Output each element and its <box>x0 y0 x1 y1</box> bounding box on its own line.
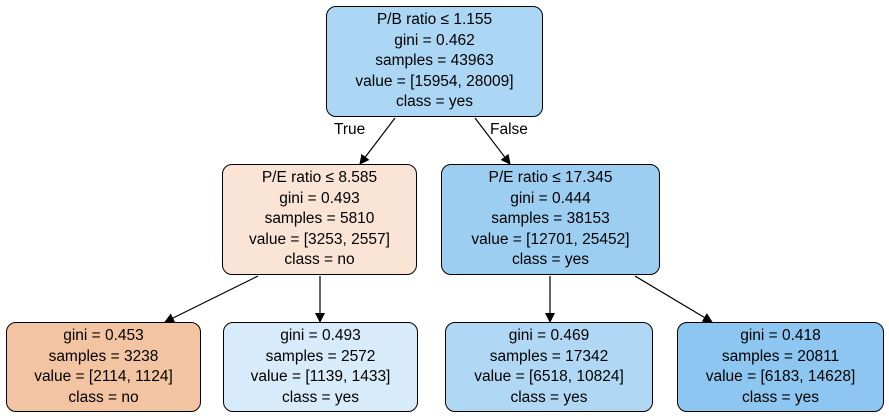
node-gini: gini = 0.418 <box>740 327 821 344</box>
node-samples: samples = 20811 <box>721 347 840 365</box>
tree-leaf-right-left: gini = 0.469 samples = 17342 value = [65… <box>445 322 653 412</box>
node-gini: gini = 0.444 <box>510 189 591 207</box>
node-value: value = [1139, 1433] <box>250 368 391 385</box>
node-split-condition: P/E ratio ≤ 8.585 <box>261 169 378 187</box>
node-samples: samples = 43963 <box>375 52 494 70</box>
tree-leaf-left-right: gini = 0.493 samples = 2572 value = [113… <box>223 322 418 412</box>
node-gini: gini = 0.469 <box>508 327 590 344</box>
node-split-condition: P/E ratio ≤ 17.345 <box>488 169 613 187</box>
node-class: class = yes <box>395 93 474 111</box>
edge-root-right <box>474 117 511 165</box>
node-class: class = no <box>68 388 139 406</box>
edge-left-leaf-ll <box>164 275 259 323</box>
node-value: value = [3253, 2557] <box>249 230 390 248</box>
node-samples: samples = 3238 <box>48 347 159 365</box>
tree-leaf-left-left: gini = 0.453 samples = 3238 value = [211… <box>6 322 201 412</box>
edge-root-left <box>359 117 396 165</box>
node-split-condition: P/B ratio ≤ 1.155 <box>376 11 493 29</box>
edge-label-true: True <box>334 121 366 138</box>
node-samples: samples = 2572 <box>265 347 376 365</box>
node-samples: samples = 17342 <box>489 347 609 365</box>
edge-label-false: False <box>490 121 528 138</box>
node-value: value = [6518, 10824] <box>474 368 624 385</box>
node-gini: gini = 0.493 <box>280 327 361 344</box>
node-class: class = yes <box>511 251 590 269</box>
tree-leaf-right-right: gini = 0.418 samples = 20811 value = [61… <box>677 322 884 412</box>
node-samples: samples = 5810 <box>264 210 375 228</box>
tree-node-right: P/E ratio ≤ 17.345 gini = 0.444 samples … <box>441 164 660 275</box>
node-value: value = [6183, 14628] <box>705 368 856 385</box>
node-gini: gini = 0.453 <box>63 327 144 344</box>
edge-right-leaf-rr <box>634 275 713 323</box>
node-value: value = [2114, 1124] <box>34 368 173 385</box>
node-class: class = no <box>284 251 355 269</box>
node-class: class = yes <box>281 388 360 406</box>
node-samples: samples = 38153 <box>491 210 610 228</box>
node-gini: gini = 0.462 <box>394 31 475 49</box>
node-class: class = yes <box>510 388 588 406</box>
node-gini: gini = 0.493 <box>279 189 360 207</box>
tree-node-left: P/E ratio ≤ 8.585 gini = 0.493 samples =… <box>222 164 417 275</box>
node-value: value = [12701, 25452] <box>471 230 630 248</box>
tree-node-root: P/B ratio ≤ 1.155 gini = 0.462 samples =… <box>326 6 543 117</box>
node-value: value = [15954, 28009] <box>355 72 514 90</box>
node-class: class = yes <box>741 388 820 406</box>
